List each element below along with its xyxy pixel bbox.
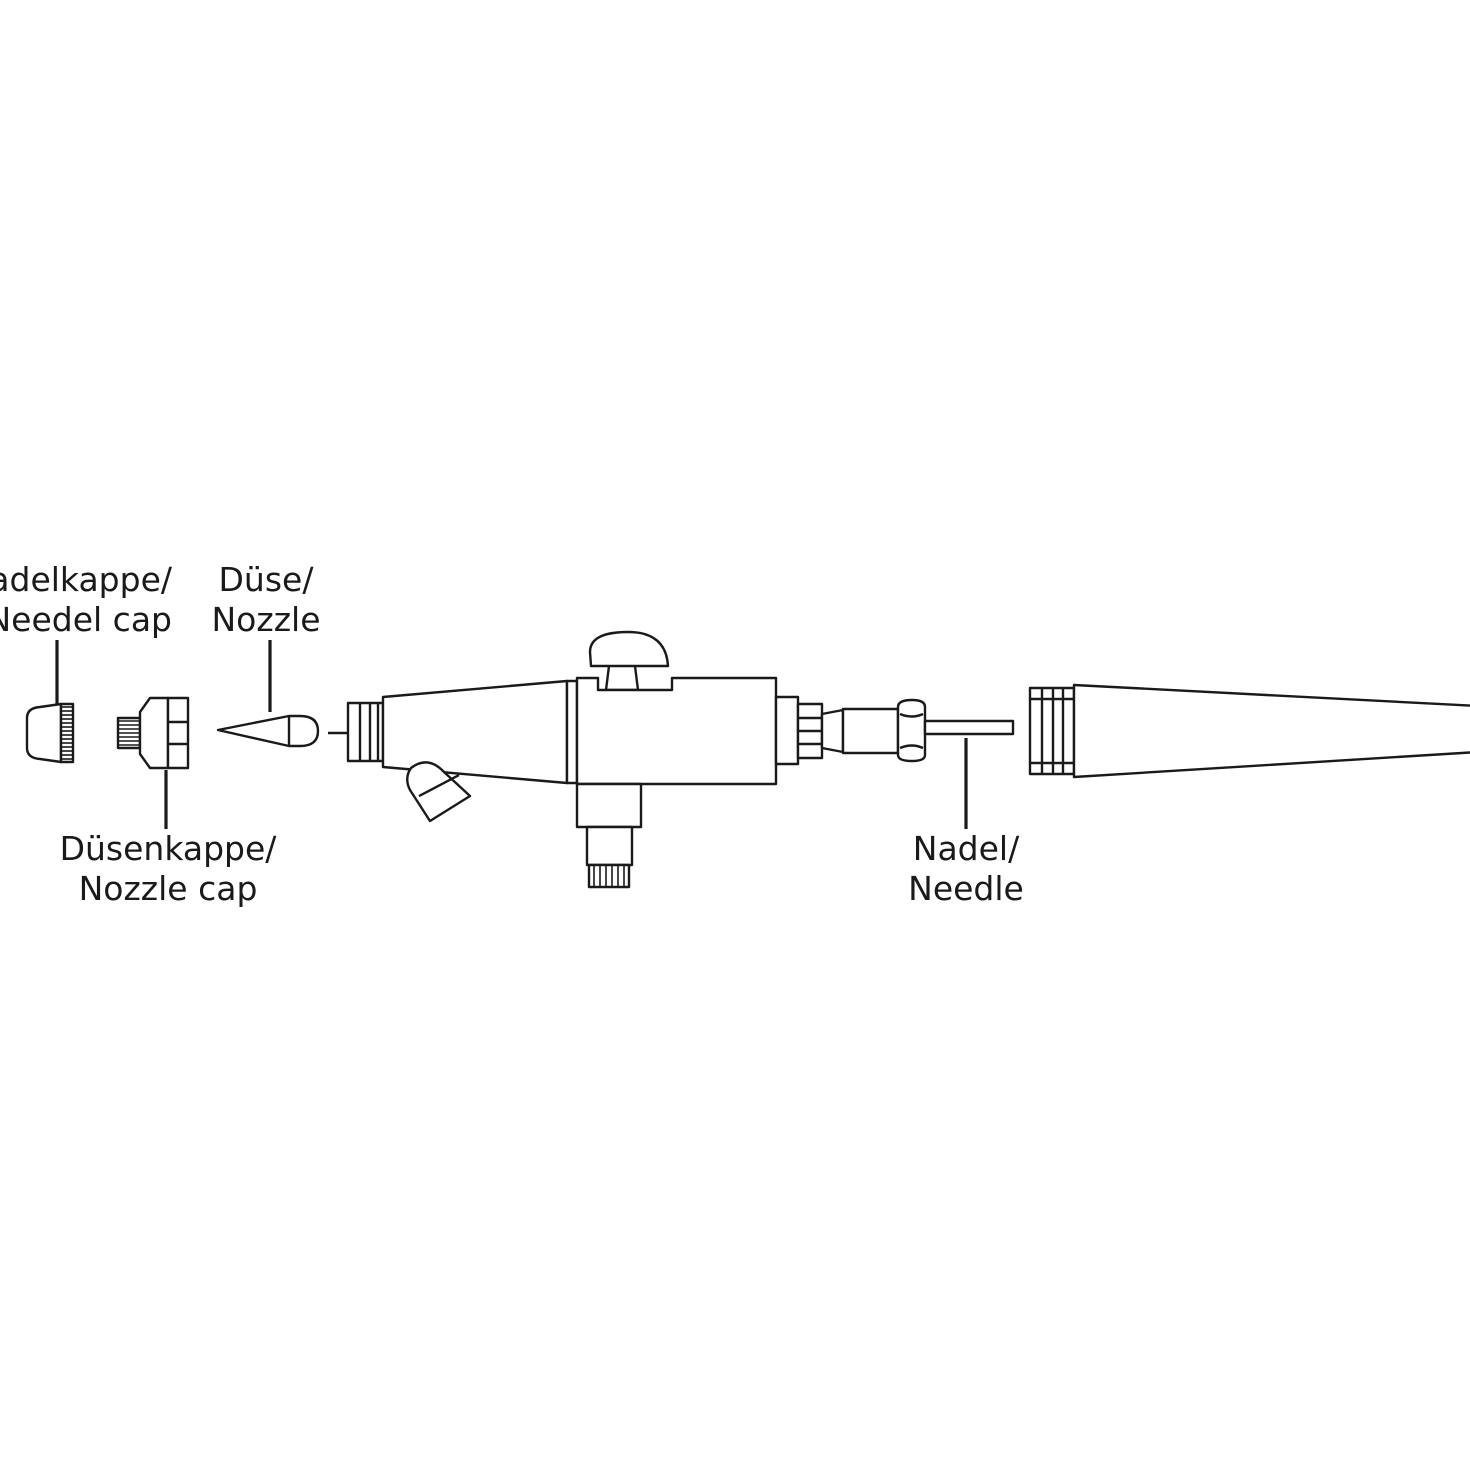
needle-label-line1: Nadel/ <box>912 829 1020 868</box>
handle-part <box>1028 683 1470 779</box>
nozzle-cap-label-line1: Düsenkappe/ <box>59 829 277 868</box>
nozzle-label: Düse/ Nozzle <box>186 560 346 640</box>
needle-cap-label: Nadelkappe/ Needel cap <box>0 560 172 640</box>
needle-label: Nadel/ Needle <box>886 829 1046 909</box>
nozzle-label-line2: Nozzle <box>211 600 321 639</box>
nozzle-label-line1: Düse/ <box>218 560 314 599</box>
nozzle-cap-label-line2: Nozzle cap <box>78 869 258 908</box>
airbrush-body <box>328 630 845 889</box>
needle-part <box>841 698 1015 763</box>
needle-cap-part <box>25 702 75 764</box>
nozzle-cap-part <box>116 696 190 770</box>
needle-cap-label-line1: Nadelkappe/ <box>0 560 172 599</box>
needle-cap-label-line2: Needel cap <box>0 600 172 639</box>
needle-label-line2: Needle <box>908 869 1024 908</box>
nozzle-cap-label: Düsenkappe/ Nozzle cap <box>48 829 288 909</box>
nozzle-part <box>216 714 320 748</box>
